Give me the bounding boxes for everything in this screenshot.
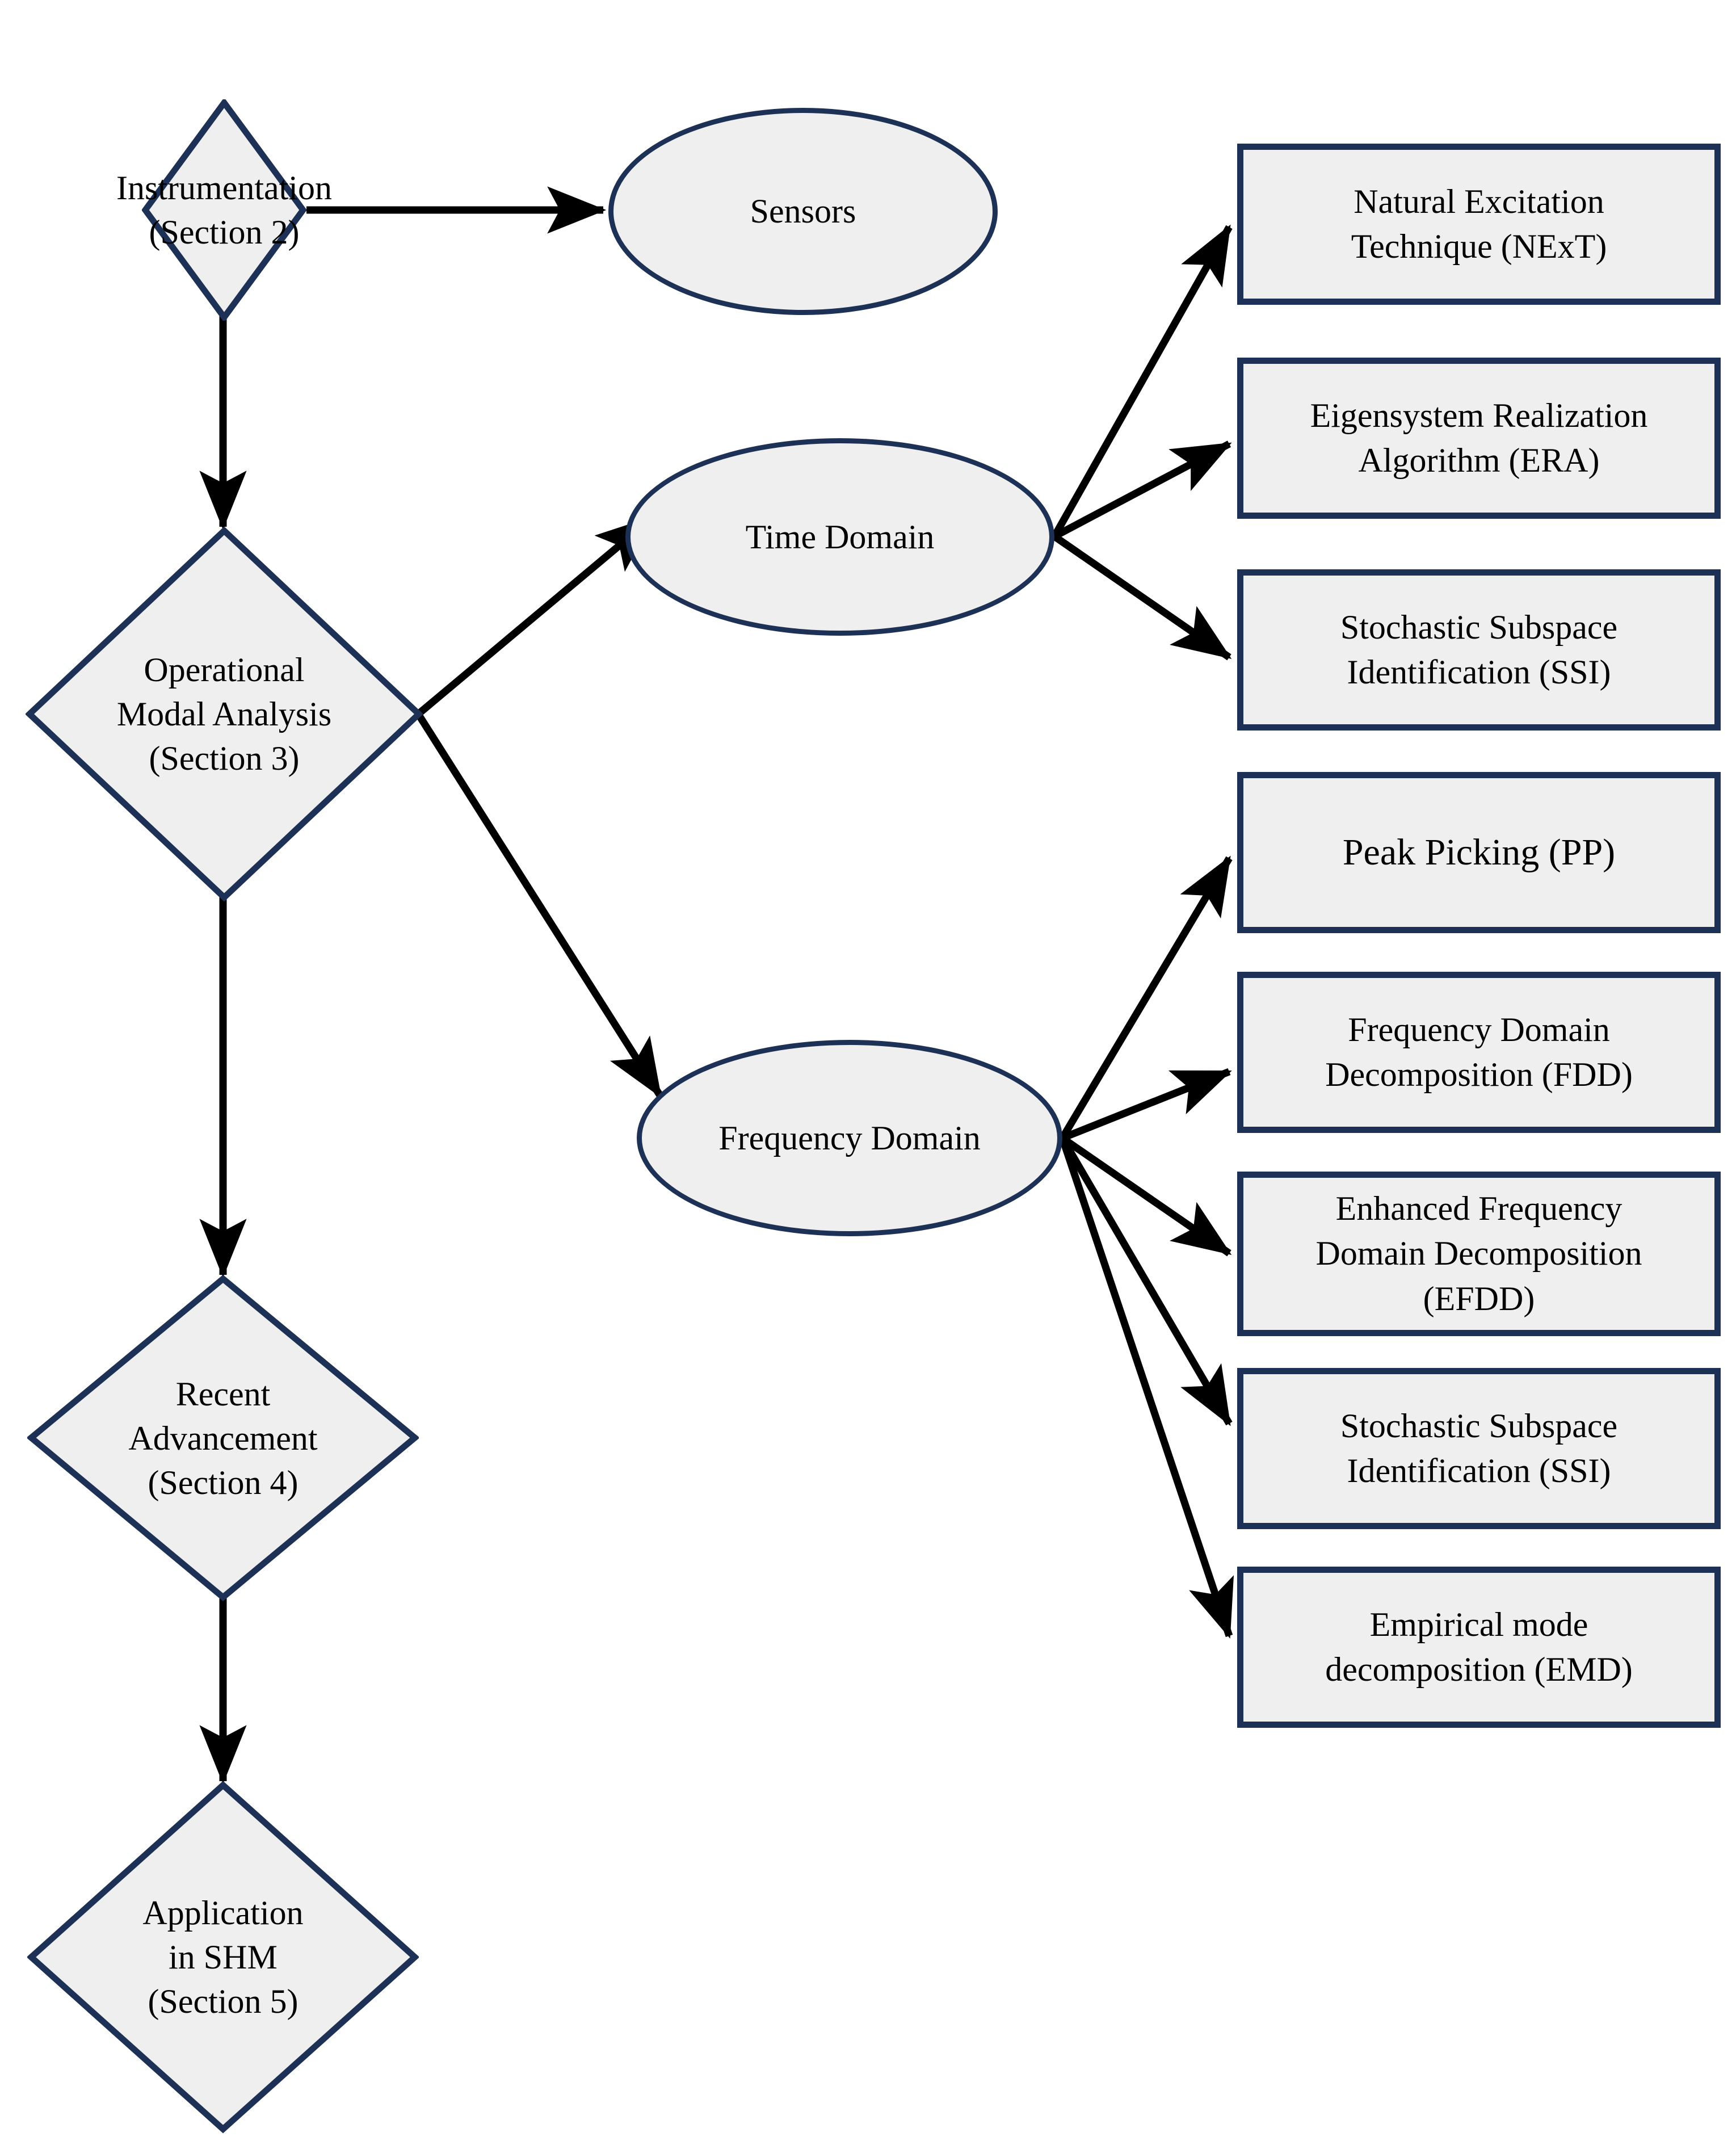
method-box-ssi-time[interactable]: Stochastic Subspace Identification (SSI) xyxy=(1237,569,1721,731)
method-box-era-label: Eigensystem Realization Algorithm (ERA) xyxy=(1310,396,1648,479)
node-sensors-label: Sensors xyxy=(750,192,856,230)
node-time-domain-label: Time Domain xyxy=(745,518,935,556)
edge-time-domain-to-ssi xyxy=(1052,533,1232,661)
node-instrumentation[interactable]: Instrumentation (Section 2) xyxy=(116,99,332,321)
edge-oma-to-frequency-domain xyxy=(415,712,663,1098)
method-box-pp-label: Peak Picking (PP) xyxy=(1342,832,1616,874)
node-application-shm[interactable]: Application in SHM (Section 5) xyxy=(27,1781,419,2133)
method-box-ssi-time-label: Stochastic Subspace Identification (SSI) xyxy=(1340,608,1618,691)
node-frequency-domain-label: Frequency Domain xyxy=(718,1119,981,1157)
method-box-efdd-label: Enhanced Frequency Domain Decomposition … xyxy=(1315,1190,1642,1317)
method-box-pp[interactable]: Peak Picking (PP) xyxy=(1237,772,1721,933)
edge-time-domain-to-era xyxy=(1052,440,1232,540)
method-box-ssi-freq-label: Stochastic Subspace Identification (SSI) xyxy=(1340,1407,1618,1489)
method-box-next-label: Natural Excitation Technique (NExT) xyxy=(1351,182,1607,265)
diamond-shape xyxy=(142,99,306,321)
edge-frequency-domain-to-pp xyxy=(1059,855,1233,1140)
node-oma[interactable]: Operational Modal Analysis (Section 3) xyxy=(26,527,423,901)
edge-frequency-domain-to-fdd xyxy=(1061,1068,1232,1142)
node-instrumentation-label: Instrumentation (Section 2) xyxy=(116,169,332,251)
method-box-emd[interactable]: Empirical mode decomposition (EMD) xyxy=(1237,1567,1721,1728)
method-box-ssi-freq[interactable]: Stochastic Subspace Identification (SSI) xyxy=(1237,1368,1721,1529)
node-time-domain[interactable]: Time Domain xyxy=(625,438,1054,636)
method-box-efdd[interactable]: Enhanced Frequency Domain Decomposition … xyxy=(1237,1172,1721,1336)
method-box-era[interactable]: Eigensystem Realization Algorithm (ERA) xyxy=(1237,358,1721,519)
edge-time-domain-to-next xyxy=(1051,224,1233,539)
node-application-shm-label: Application in SHM (Section 5) xyxy=(142,1894,304,2020)
edge-frequency-domain-to-ssi xyxy=(1059,1136,1233,1426)
method-box-fdd[interactable]: Frequency Domain Decomposition (FDD) xyxy=(1237,972,1721,1133)
edge-frequency-domain-to-efdd xyxy=(1060,1135,1232,1257)
node-recent-advancement[interactable]: Recent Advancement (Section 4) xyxy=(27,1275,419,1601)
node-oma-label: Operational Modal Analysis (Section 3) xyxy=(116,651,332,777)
edge-frequency-domain-to-emd xyxy=(1058,1136,1234,1639)
node-sensors[interactable]: Sensors xyxy=(608,108,998,315)
node-frequency-domain[interactable]: Frequency Domain xyxy=(637,1040,1062,1236)
edge-oma-to-time-domain xyxy=(415,515,655,717)
diamond-shape xyxy=(27,1781,419,2133)
diamond-shape xyxy=(27,1275,419,1601)
node-recent-advancement-label: Recent Advancement (Section 4) xyxy=(128,1375,318,1501)
diamond-shape xyxy=(26,527,423,901)
method-box-next[interactable]: Natural Excitation Technique (NExT) xyxy=(1237,144,1721,305)
method-box-emd-label: Empirical mode decomposition (EMD) xyxy=(1325,1605,1633,1688)
method-box-fdd-label: Frequency Domain Decomposition (FDD) xyxy=(1325,1010,1633,1093)
